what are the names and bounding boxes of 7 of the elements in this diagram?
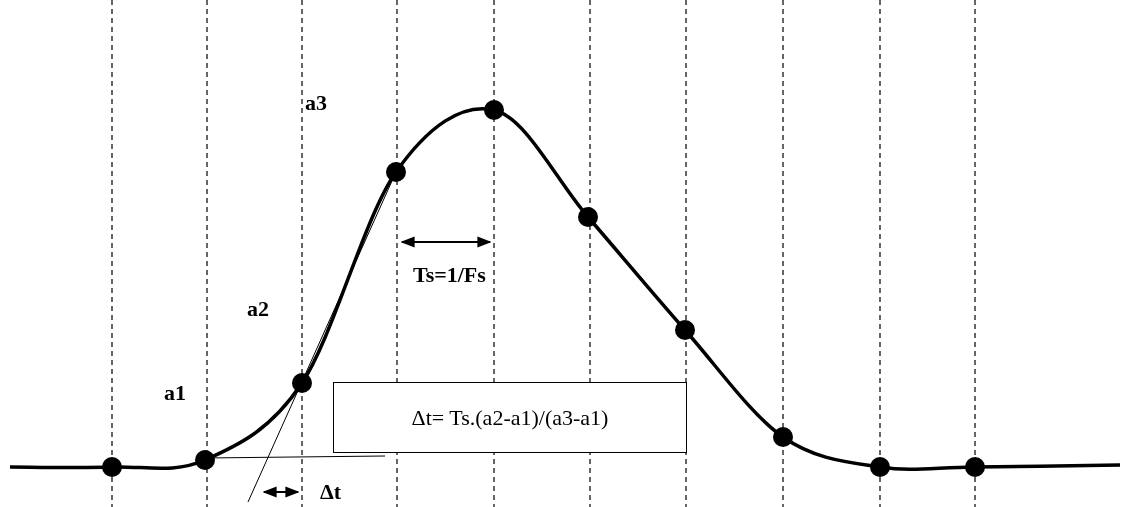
dimension-label: Ts=1/Fs <box>413 264 486 286</box>
dimension-label: Δt <box>320 481 342 503</box>
formula-text: Δt= Ts.(a2-a1)/(a3-a1) <box>411 404 609 431</box>
sample-label: a1 <box>164 382 186 404</box>
sample-label: a3 <box>305 92 327 114</box>
sample-label: a2 <box>247 298 269 320</box>
formula-box <box>333 382 687 453</box>
